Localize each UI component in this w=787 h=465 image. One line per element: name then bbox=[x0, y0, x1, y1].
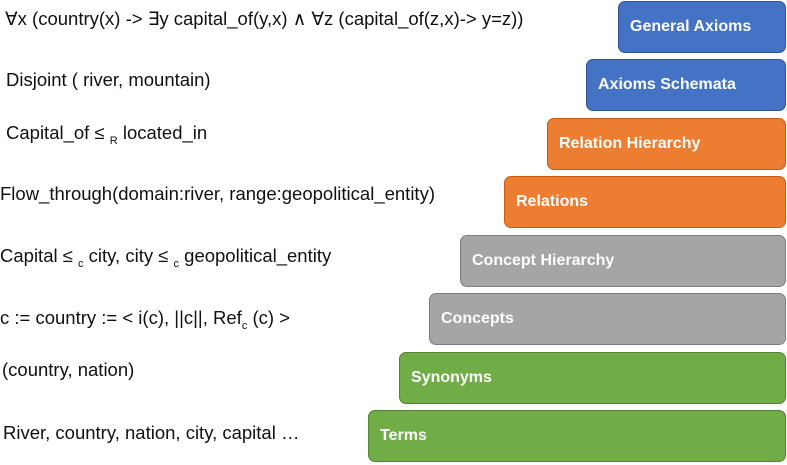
formula-relation-hierarchy: Capital_of ≤ R located_in bbox=[6, 122, 208, 147]
formula-concepts-pre: c := country := < i(c), ||c||, Ref bbox=[0, 307, 242, 328]
layer-concept-hierarchy: Concept Hierarchy bbox=[460, 235, 786, 287]
layer-synonyms: Synonyms bbox=[399, 352, 786, 404]
layer-axioms-schemata-label: Axioms Schemata bbox=[598, 76, 736, 93]
layer-relations-label: Relations bbox=[516, 193, 589, 210]
formula-concept-hierarchy-sub2: c bbox=[173, 258, 180, 270]
layer-concepts: Concepts bbox=[429, 293, 786, 345]
layer-general-axioms-label: General Axioms bbox=[630, 18, 752, 35]
formula-relations: Flow_through(domain:river, range:geopoli… bbox=[0, 183, 435, 204]
layer-relation-hierarchy: Relation Hierarchy bbox=[547, 118, 786, 170]
formula-concept-hierarchy-sub1: c bbox=[78, 258, 84, 270]
formula-axioms-schemata: Disjoint ( river, mountain) bbox=[6, 69, 211, 90]
formula-relation-hierarchy-sub: R bbox=[109, 135, 118, 147]
formula-concepts-sub: c bbox=[241, 320, 248, 332]
layer-synonyms-label: Synonyms bbox=[411, 369, 492, 386]
formula-concepts-post: (c) > bbox=[247, 307, 290, 328]
formula-concept-hierarchy-part2: city, city ≤ bbox=[83, 245, 174, 266]
formula-terms: River, country, nation, city, capital … bbox=[3, 422, 300, 443]
layer-terms: Terms bbox=[368, 410, 786, 462]
layer-concept-hierarchy-label: Concept Hierarchy bbox=[472, 252, 615, 269]
formula-relation-hierarchy-post: located_in bbox=[117, 122, 208, 143]
formula-concept-hierarchy-part3: geopolitical_entity bbox=[179, 245, 332, 266]
formula-synonyms: (country, nation) bbox=[2, 359, 135, 380]
formula-concept-hierarchy: Capital ≤ c city, city ≤ c geopolitical_… bbox=[0, 245, 332, 270]
formula-concepts: c := country := < i(c), ||c||, Refc (c) … bbox=[0, 307, 290, 332]
layer-relation-hierarchy-label: Relation Hierarchy bbox=[559, 135, 701, 152]
layer-general-axioms: General Axioms bbox=[618, 1, 786, 53]
layer-relations: Relations bbox=[504, 176, 786, 228]
formula-concept-hierarchy-part1: Capital ≤ bbox=[0, 245, 79, 266]
formula-general-axioms: ∀x (country(x) -> ∃y capital_of(y,x) ∧ ∀… bbox=[5, 8, 524, 29]
layer-axioms-schemata: Axioms Schemata bbox=[586, 59, 786, 111]
layer-concepts-label: Concepts bbox=[441, 310, 514, 327]
formula-relation-hierarchy-pre: Capital_of ≤ bbox=[6, 122, 110, 143]
layer-terms-label: Terms bbox=[380, 427, 427, 444]
